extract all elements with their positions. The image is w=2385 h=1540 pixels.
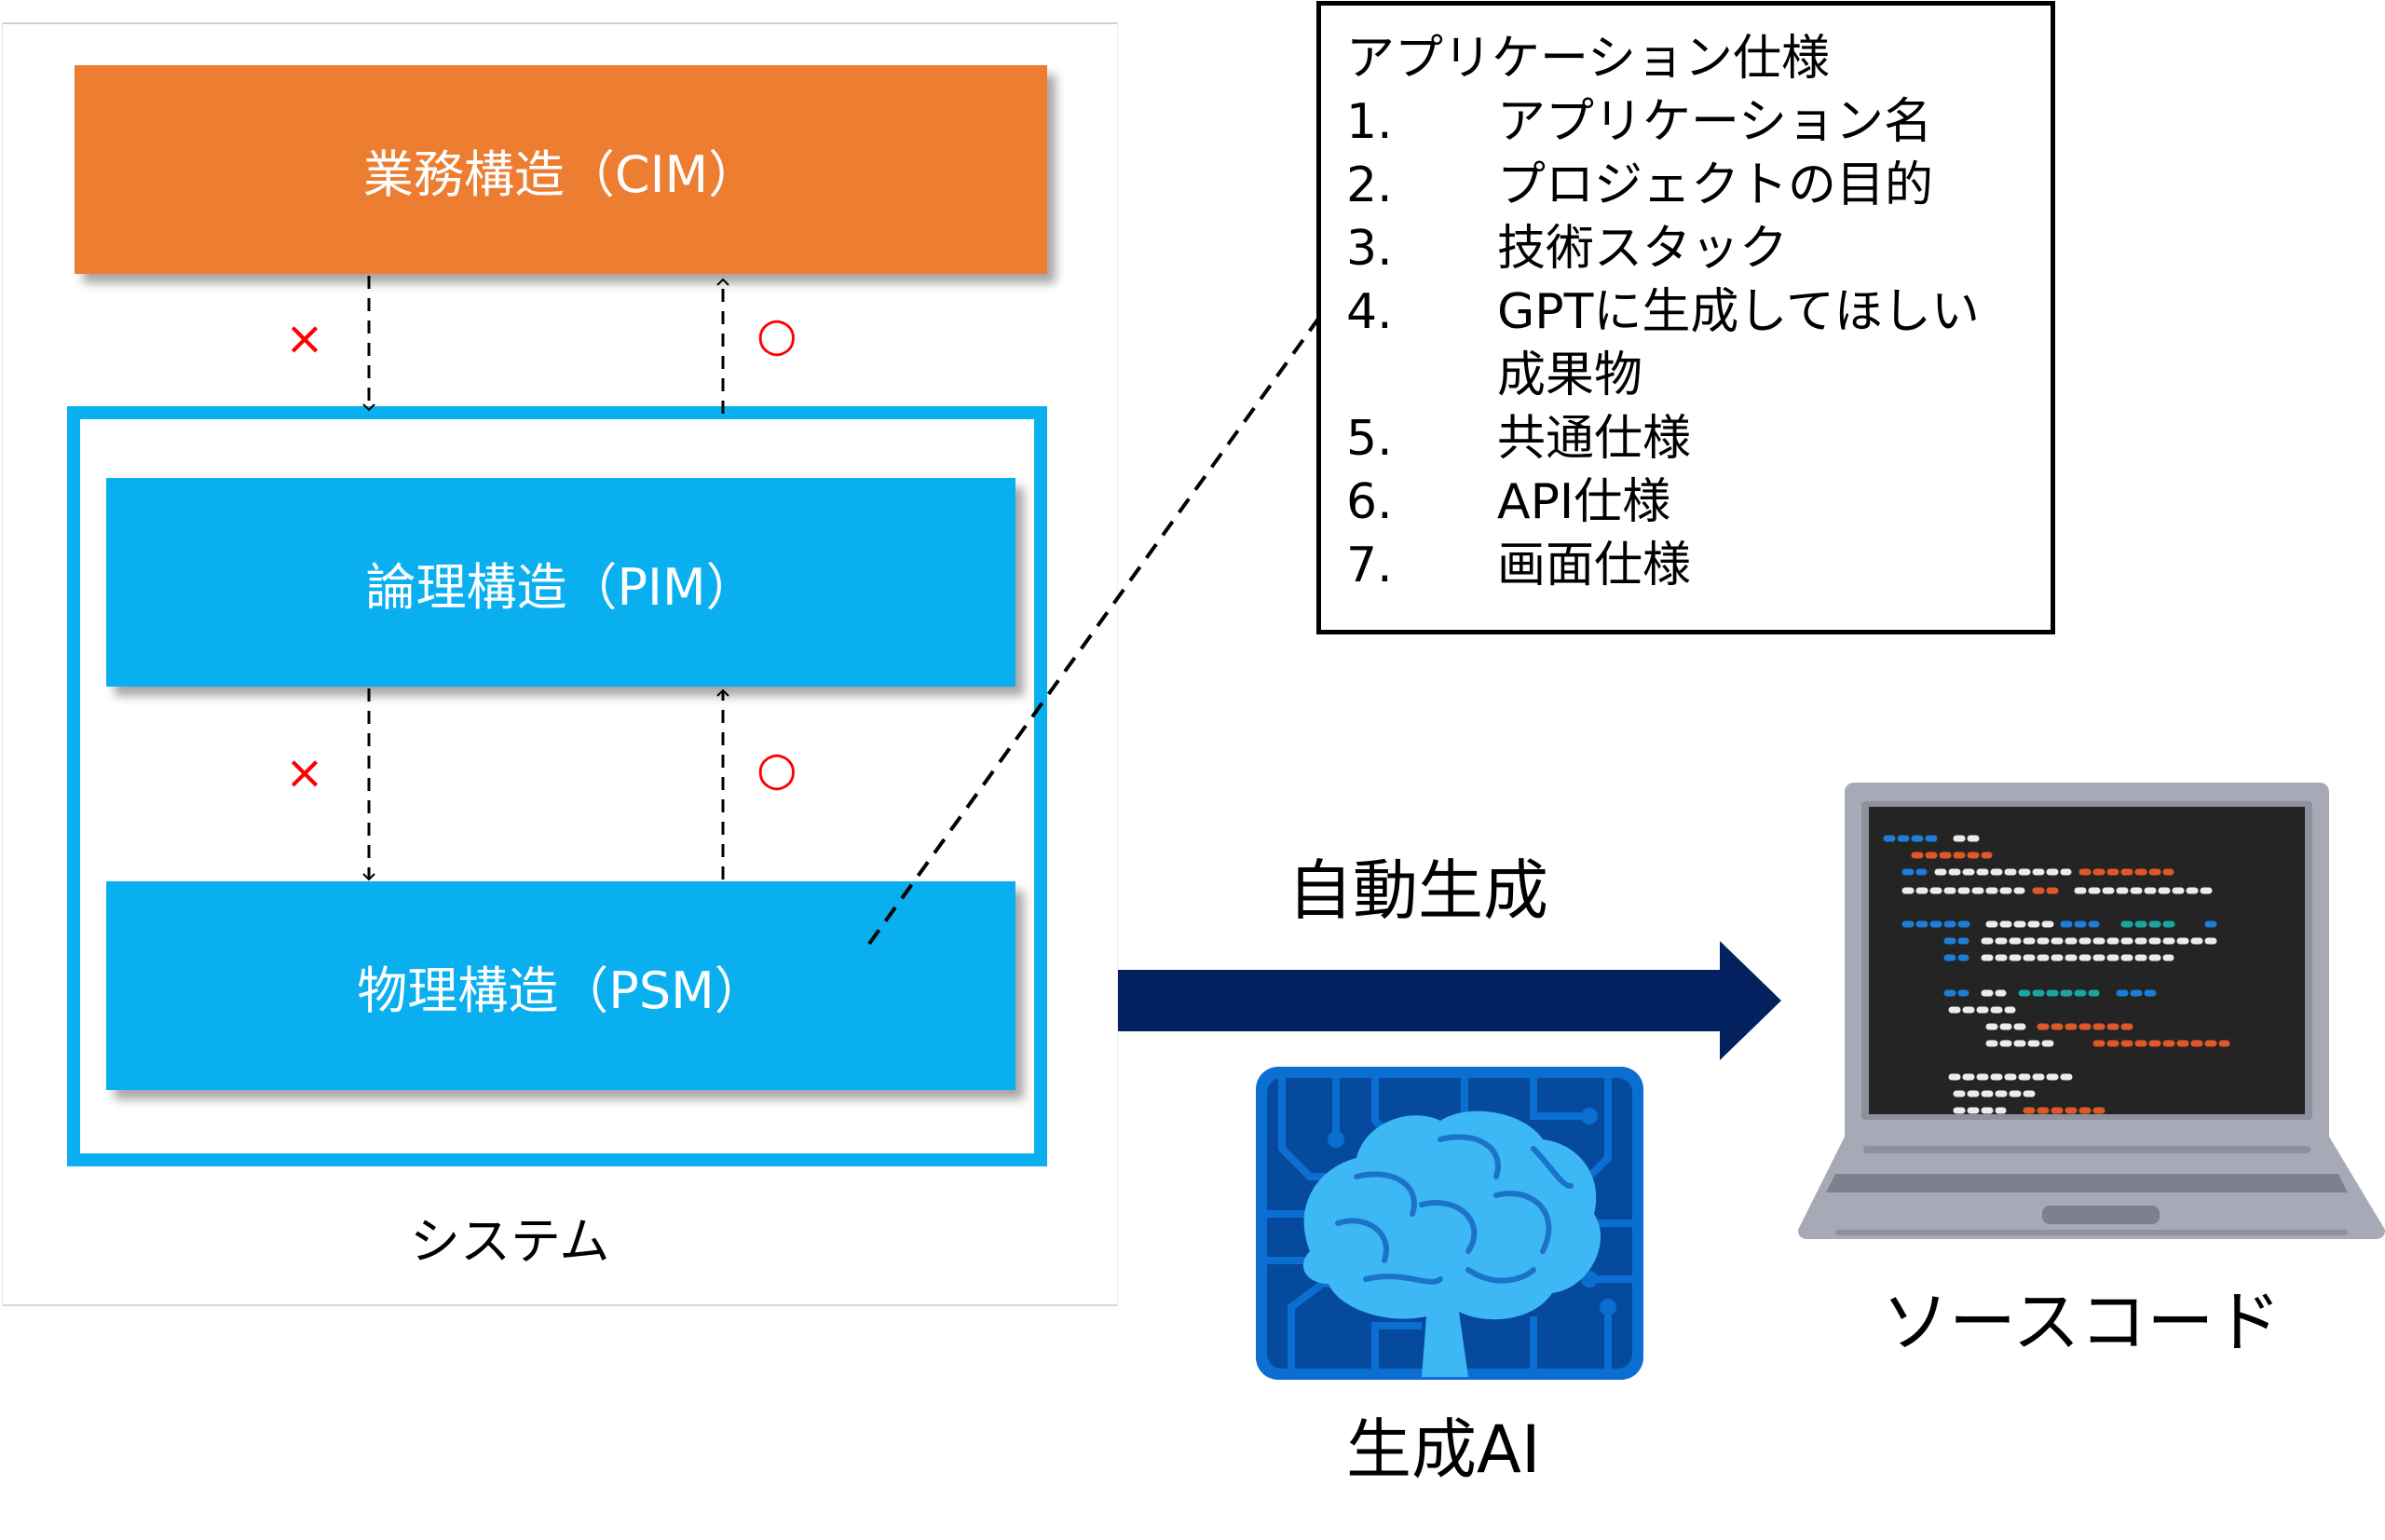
ok-mark-2: ○ xyxy=(756,742,797,796)
source-code-label: ソースコード xyxy=(1882,1283,2282,1361)
psm-layer-label: 物理構造（PSM） xyxy=(357,961,765,1020)
system-label: システム xyxy=(410,1212,610,1271)
auto-generate-label: 自動生成 xyxy=(1288,852,1548,929)
app-spec-title: アプリケーション仕様 xyxy=(1346,31,1830,87)
brain-circuit-icon xyxy=(1256,1067,1643,1380)
cim-layer-box: 業務構造（CIM） xyxy=(75,65,1047,274)
ok-mark-1: ○ xyxy=(756,307,797,361)
cim-layer-label: 業務構造（CIM） xyxy=(362,144,759,204)
system-frame xyxy=(67,406,1047,1166)
app-spec-box xyxy=(1316,1,2055,634)
psm-layer-box: 物理構造（PSM） xyxy=(106,881,1015,1090)
pim-layer-label: 論理構造（PIM） xyxy=(365,557,756,617)
spec-callout-line xyxy=(867,313,1323,946)
generative-ai-label: 生成AI xyxy=(1346,1411,1541,1488)
laptop-code-icon xyxy=(1798,783,2385,1239)
auto-generate-arrow xyxy=(1118,941,1781,1060)
ng-mark-2: × xyxy=(285,745,324,799)
ng-mark-1: × xyxy=(285,311,324,365)
pim-layer-box: 論理構造（PIM） xyxy=(106,478,1015,687)
